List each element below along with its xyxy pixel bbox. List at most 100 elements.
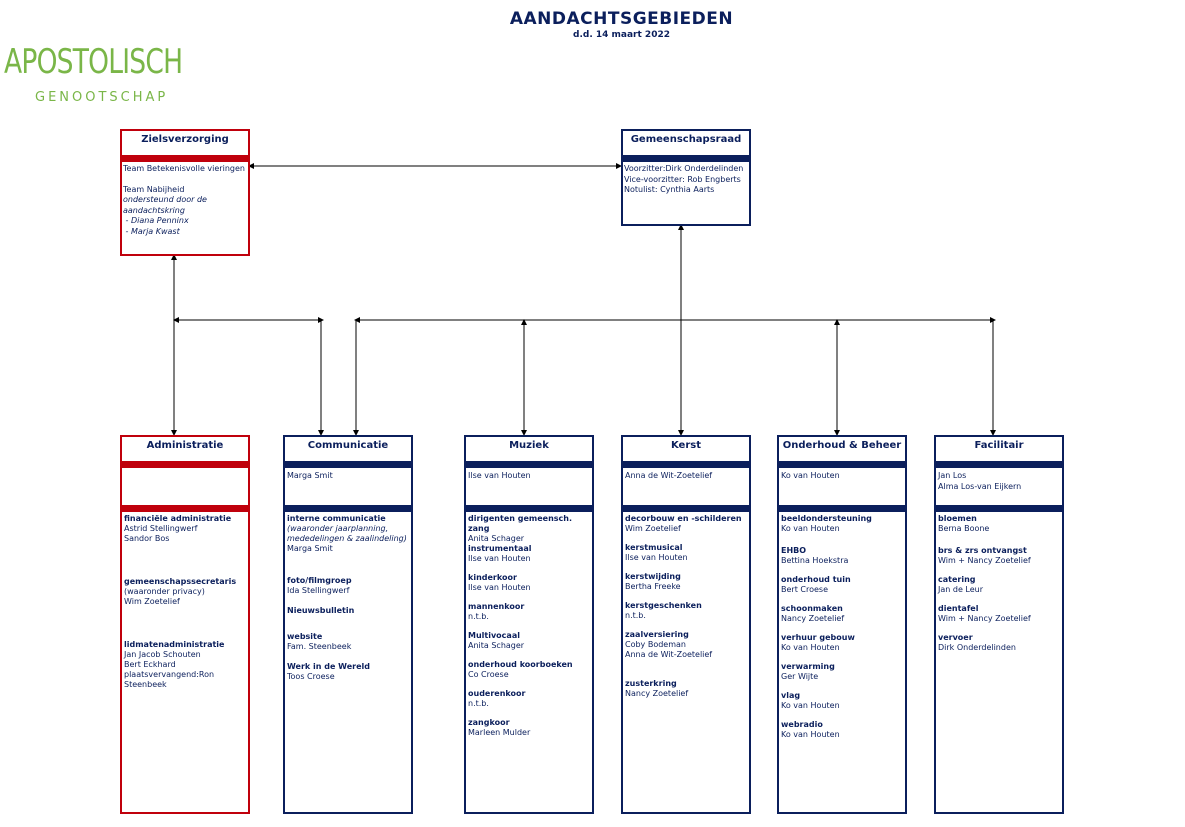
text-line: Notulist: Cynthia Aarts [624,185,715,194]
item-heading: kerstwijding [625,572,681,581]
item-line: Marga Smit [287,544,333,553]
box-items: bloemen Berna Boone brs & zrs ontvangst … [936,512,1062,653]
item-line: Marleen Mulder [468,728,531,737]
list-item: Nieuwsbulletin [287,606,411,616]
page-title: AANDACHTSGEBIEDEN [509,9,734,29]
item-line: Berna Boone [938,524,990,533]
item-line: Wim Zoetelief [124,597,180,606]
item-line: Wim + Nancy Zoetelief [938,556,1031,565]
list-item: brs & zrs ontvangst Wim + Nancy Zoetelie… [938,546,1062,566]
item-heading: kinderkoor [468,573,517,582]
box-title: Zielsverzorging [141,134,229,145]
item-heading: verwarming [781,662,835,671]
box-lead [122,468,248,505]
box-lead: Ko van Houten [779,468,905,505]
item-heading: kerstgeschenken [625,601,702,610]
item-heading: kerstmusical [625,543,683,552]
list-item: financiële administratie Astrid Stelling… [124,514,248,544]
item-line: Ilse van Houten [468,554,531,563]
item-heading: zusterkring [625,679,677,688]
item-line: Ko van Houten [781,730,840,739]
item-heading: catering [938,575,976,584]
item-line: n.t.b. [468,612,489,621]
list-item: kerstwijding Bertha Freeke [625,572,749,592]
item-line: Bettina Hoekstra [781,556,849,565]
box-title: Administratie [146,440,224,451]
item-line: Coby Bodeman [625,640,686,649]
box-muziek: Muziek Ilse van Houten dirigenten gemeen… [464,435,594,814]
box-bar [122,461,248,468]
logo-main-text: APOSTOLISCH [4,42,183,82]
box-bar [122,155,248,162]
item-line: Toos Croese [287,672,335,681]
list-item: Multivocaal Anita Schager [468,631,592,651]
box-facilitair: Facilitair Jan Los Alma Los-van Eijkern … [934,435,1064,814]
list-item: website Fam. Steenbeek [287,632,411,652]
box-bar [936,505,1062,512]
box-title: Facilitair [974,440,1024,451]
box-items: dirigenten gemeensch. zang Anita Schager… [466,512,592,738]
box-onderhoud-beheer: Onderhoud & Beheer Ko van Houten beeldon… [777,435,907,814]
item-heading: webradio [781,720,823,729]
text-line: Team Nabijheid [123,184,185,194]
item-heading: bloemen [938,514,977,523]
list-item: mannenkoor n.t.b. [468,602,592,622]
box-zielsverzorging: Zielsverzorging Team Betekenisvolle vier… [120,129,250,256]
item-line: Ko van Houten [781,701,840,710]
item-heading: zangkoor [468,718,510,727]
logo-sub-text: GENOOTSCHAP [35,90,169,105]
box-bar [285,461,411,468]
item-line: Co Croese [468,670,509,679]
list-item: ouderenkoor n.t.b. [468,689,592,709]
item-line: plaatsvervangend:Ron [124,670,215,679]
list-item: instrumentaal Ilse van Houten [468,544,592,564]
lead-person: Marga Smit [287,471,333,480]
item-heading: vlag [781,691,801,700]
item-line: Steenbeek [124,680,167,689]
text-line: ondersteund door de [123,195,207,204]
box-items: interne communicatie (waaronder jaarplan… [285,512,411,682]
item-heading: vervoer [938,633,973,642]
item-line: Ilse van Houten [625,553,688,562]
page-date: d.d. 14 maart 2022 [573,30,670,40]
logo: APOSTOLISCH GENOOTSCHAP [4,40,194,110]
box-items: financiële administratie Astrid Stelling… [122,512,248,690]
item-heading: zang [468,524,490,533]
box-bar [466,461,592,468]
item-line: n.t.b. [468,699,489,708]
item-line: Ko van Houten [781,524,840,533]
list-item: foto/filmgroep Ida Stellingwerf [287,576,411,596]
lead-person: Jan Los [938,471,967,480]
list-item: verwarming Ger Wijte [781,662,905,682]
item-heading: decorbouw en -schilderen [625,514,742,523]
item-heading: instrumentaal [468,544,532,553]
box-kerst: Kerst Anna de Wit-Zoetelief decorbouw en… [621,435,751,814]
text-line: - Diana Penninx [123,216,189,225]
item-line: Jan de Leur [938,585,984,594]
box-bar [623,155,749,162]
box-title: Communicatie [307,440,389,451]
box-communicatie: Communicatie Marga Smit interne communic… [283,435,413,814]
item-line: Dirk Onderdelinden [938,643,1016,652]
box-title: Onderhoud & Beheer [782,440,902,451]
list-item: kerstgeschenken n.t.b. [625,601,749,621]
item-heading: brs & zrs ontvangst [938,546,1027,555]
item-line: Ger Wijte [781,672,819,681]
item-line: Anita Schager [468,534,525,543]
list-item: verhuur gebouw Ko van Houten [781,633,905,653]
list-item: vlag Ko van Houten [781,691,905,711]
item-line: (waaronder privacy) [124,587,205,596]
list-item: interne communicatie (waaronder jaarplan… [287,514,411,554]
box-bar [623,461,749,468]
item-heading: Nieuwsbulletin [287,606,355,615]
box-lead: Jan Los Alma Los-van Eijkern [936,468,1062,505]
box-bar [936,461,1062,468]
box-gemeenschapsraad: Gemeenschapsraad Voorzitter:Dirk Onderde… [621,129,751,226]
text-line: - Marja Kwast [123,226,180,236]
item-line: (waaronder jaarplanning, [287,524,389,533]
item-line: Sandor Bos [124,534,170,543]
list-item: webradio Ko van Houten [781,720,905,740]
box-bar [779,505,905,512]
lead-person: Ilse van Houten [468,471,531,480]
item-line: Jan Jacob Schouten [124,650,201,659]
